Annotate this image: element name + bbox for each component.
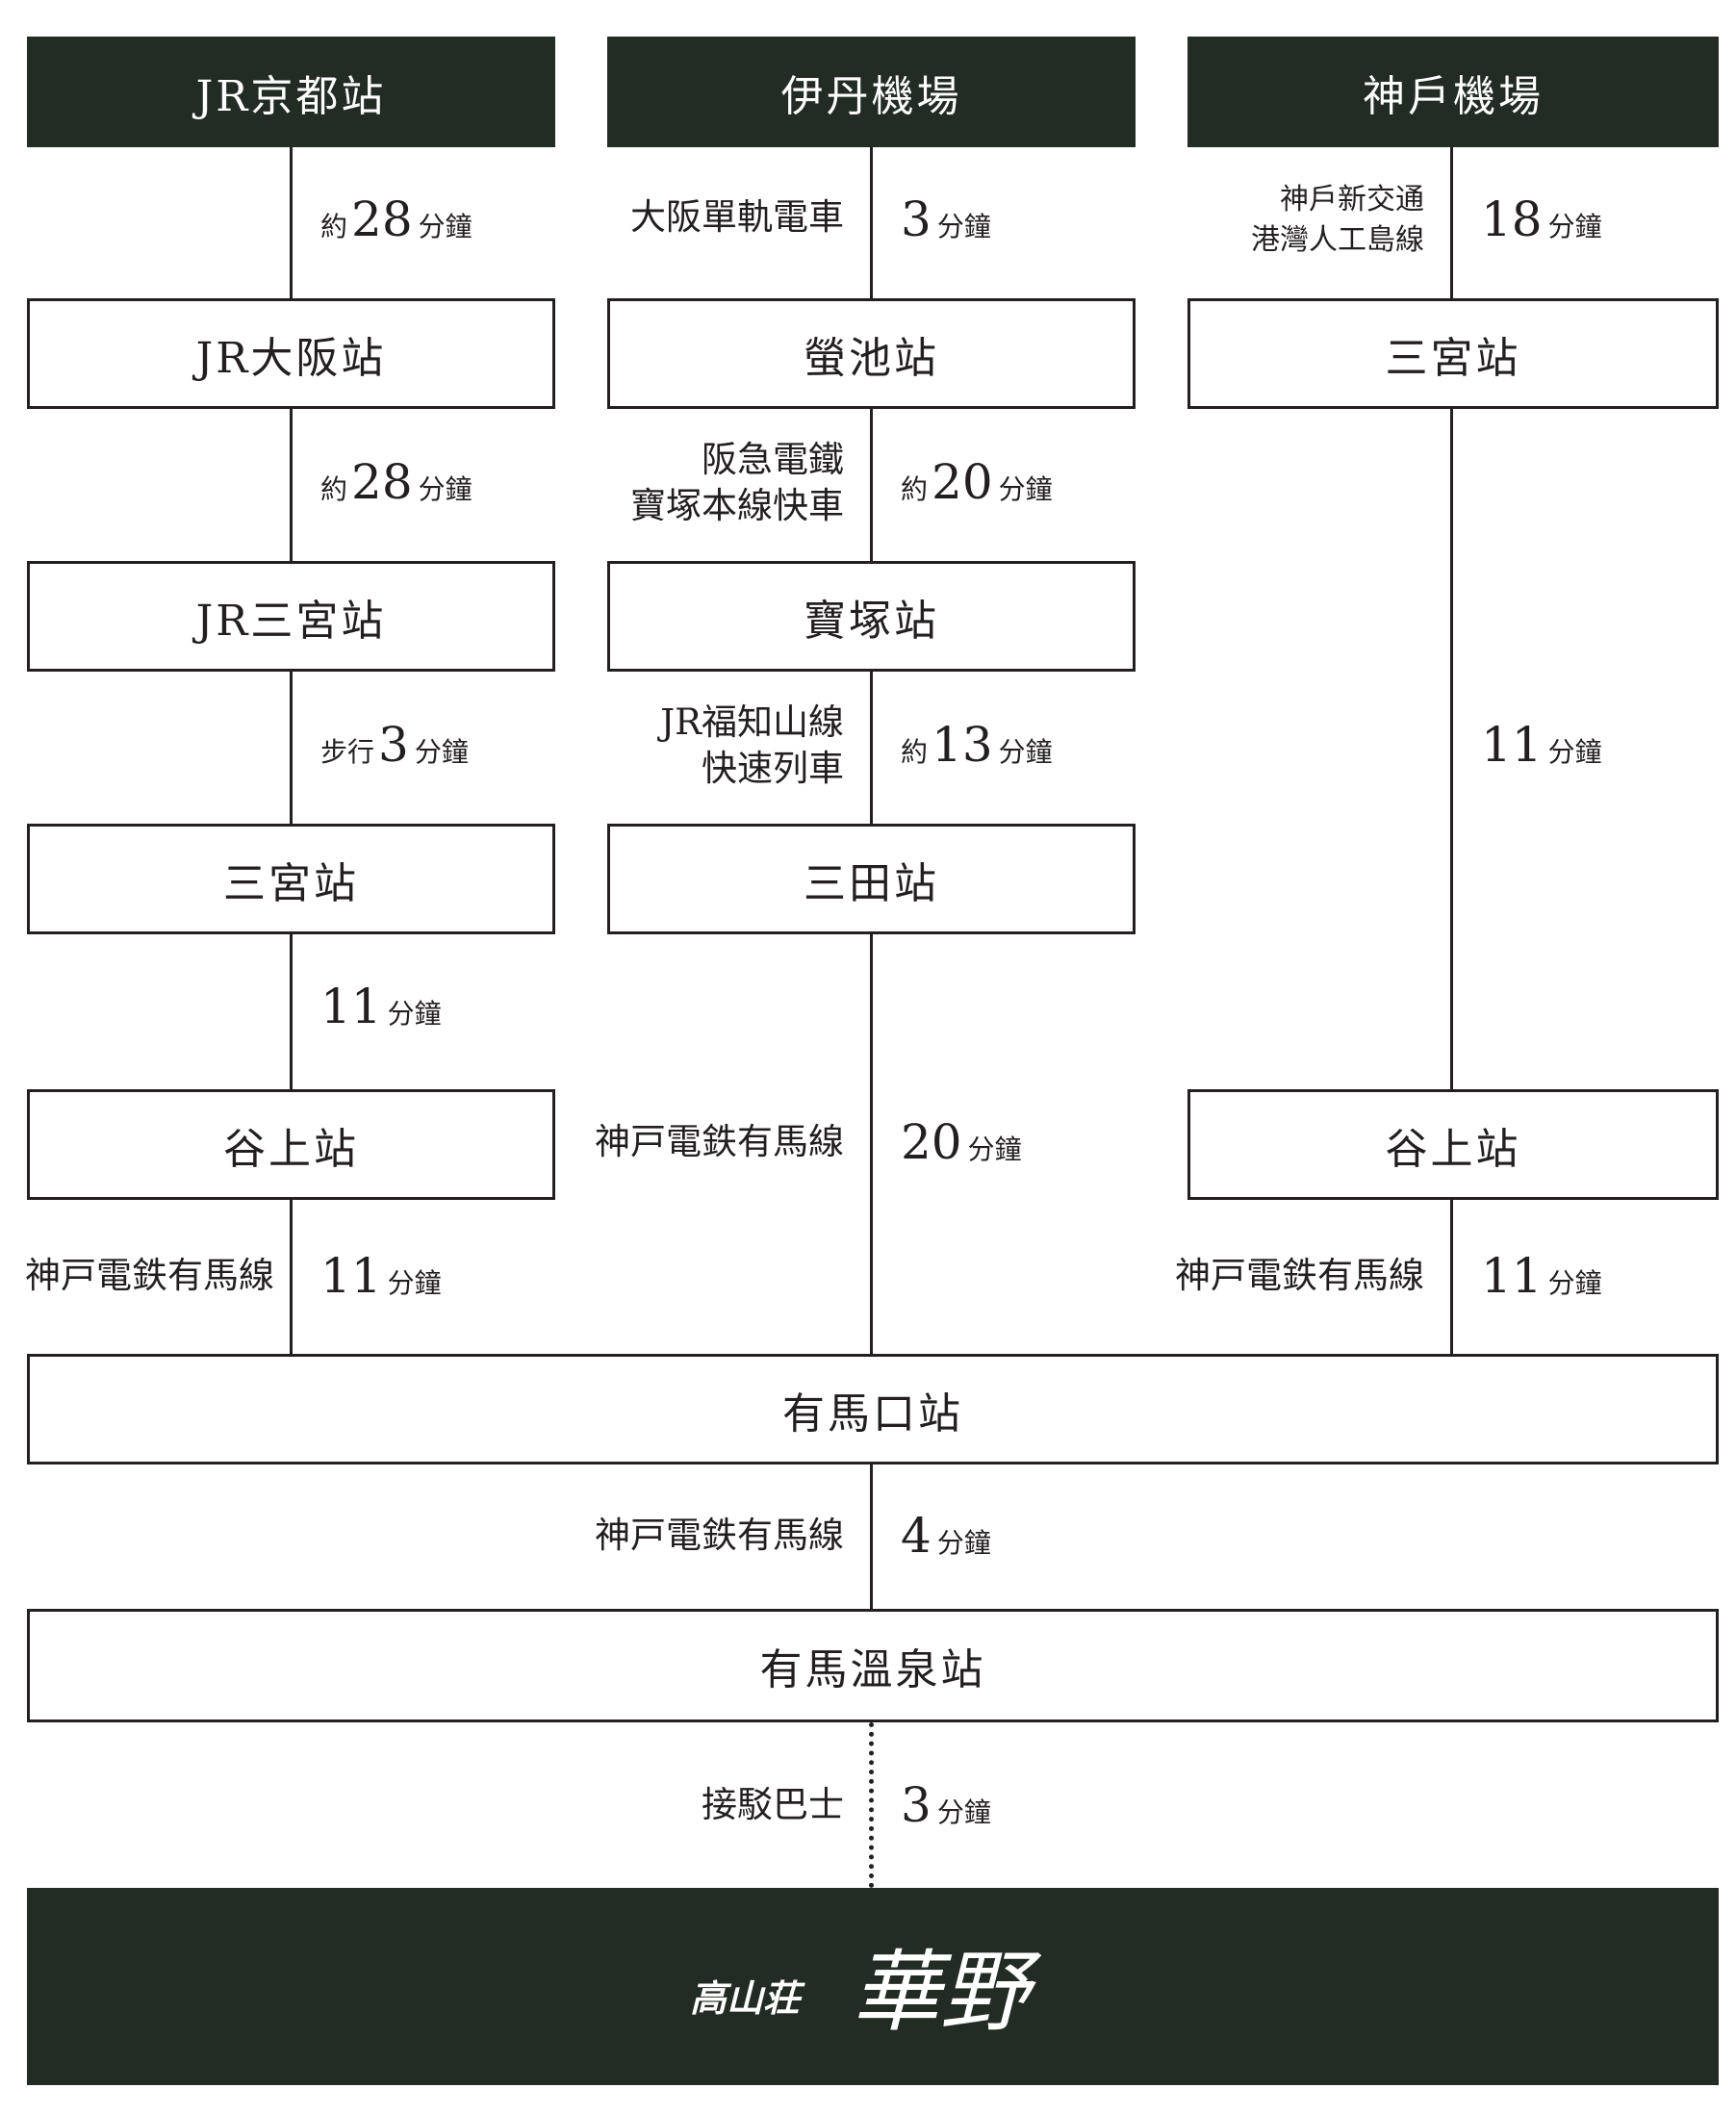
- line-bus-dotted: [869, 1722, 874, 1888]
- station-itami-airport: 伊丹機場: [607, 37, 1136, 147]
- line-takarazuka-sanda: [870, 672, 873, 824]
- station-jr-kyoto: JR京都站: [27, 37, 555, 147]
- line-sannomiya-tanigami-right: [1450, 409, 1453, 1089]
- line-sannomiya-walk: [290, 672, 293, 824]
- station-sanda: 三田站: [607, 824, 1136, 934]
- line-itami-hotarugaike: [870, 146, 873, 298]
- line-kobe-sannomiya: [1450, 146, 1453, 298]
- line-tanigami-arimaguchi-left: [290, 1200, 293, 1354]
- station-tanigami-right: 谷上站: [1187, 1089, 1719, 1200]
- label-shuttle-bus: 接駁巴士: [702, 1784, 844, 1825]
- label-port-liner: 神戶新交通 港灣人工島線: [1251, 183, 1424, 257]
- station-hotarugaike: 螢池站: [607, 298, 1136, 409]
- label-hankyu: 阪急電鐵 寶塚本線快車: [630, 439, 844, 526]
- label-osaka-monorail: 大阪單軌電車: [630, 196, 844, 238]
- logo-large-text: 華野: [852, 1941, 1042, 2044]
- station-sannomiya-left: 三宮站: [27, 824, 555, 934]
- station-kobe-airport: 神戶機場: [1187, 37, 1719, 147]
- line-kyoto-osaka: [290, 146, 293, 298]
- label-kobe-arima-left: 神戸電鉄有馬線: [25, 1255, 274, 1296]
- label-jr-fukuchiyama: JR福知山線 快速列車: [660, 701, 844, 789]
- label-kobe-arima-bottom: 神戸電鉄有馬線: [595, 1515, 844, 1556]
- destination-logo: 高山荘 華野: [27, 1888, 1719, 2085]
- line-sannomiya-tanigami-left: [290, 934, 293, 1089]
- line-sanda-arimaguchi: [870, 934, 873, 1354]
- line-osaka-sannomiya: [290, 409, 293, 561]
- station-arima-onsen: 有馬溫泉站: [27, 1609, 1719, 1722]
- label-kobe-arima-center: 神戸電鉄有馬線: [595, 1121, 844, 1162]
- line-hotarugaike-takarazuka: [870, 409, 873, 561]
- line-arimaguchi-onsen: [870, 1465, 873, 1609]
- label-kobe-arima-right: 神戸電鉄有馬線: [1175, 1255, 1424, 1296]
- station-arimaguchi: 有馬口站: [27, 1354, 1719, 1465]
- station-sannomiya-right: 三宮站: [1187, 298, 1719, 409]
- logo-small-text: 高山荘: [690, 1976, 805, 2020]
- brand-logo-mark: 高山荘 華野: [690, 1941, 1042, 2044]
- station-jr-sannomiya: JR三宮站: [27, 561, 555, 672]
- line-tanigami-arimaguchi-right: [1450, 1200, 1453, 1354]
- station-takarazuka: 寶塚站: [607, 561, 1136, 672]
- station-tanigami-left: 谷上站: [27, 1089, 555, 1200]
- station-jr-osaka: JR大阪站: [27, 298, 555, 409]
